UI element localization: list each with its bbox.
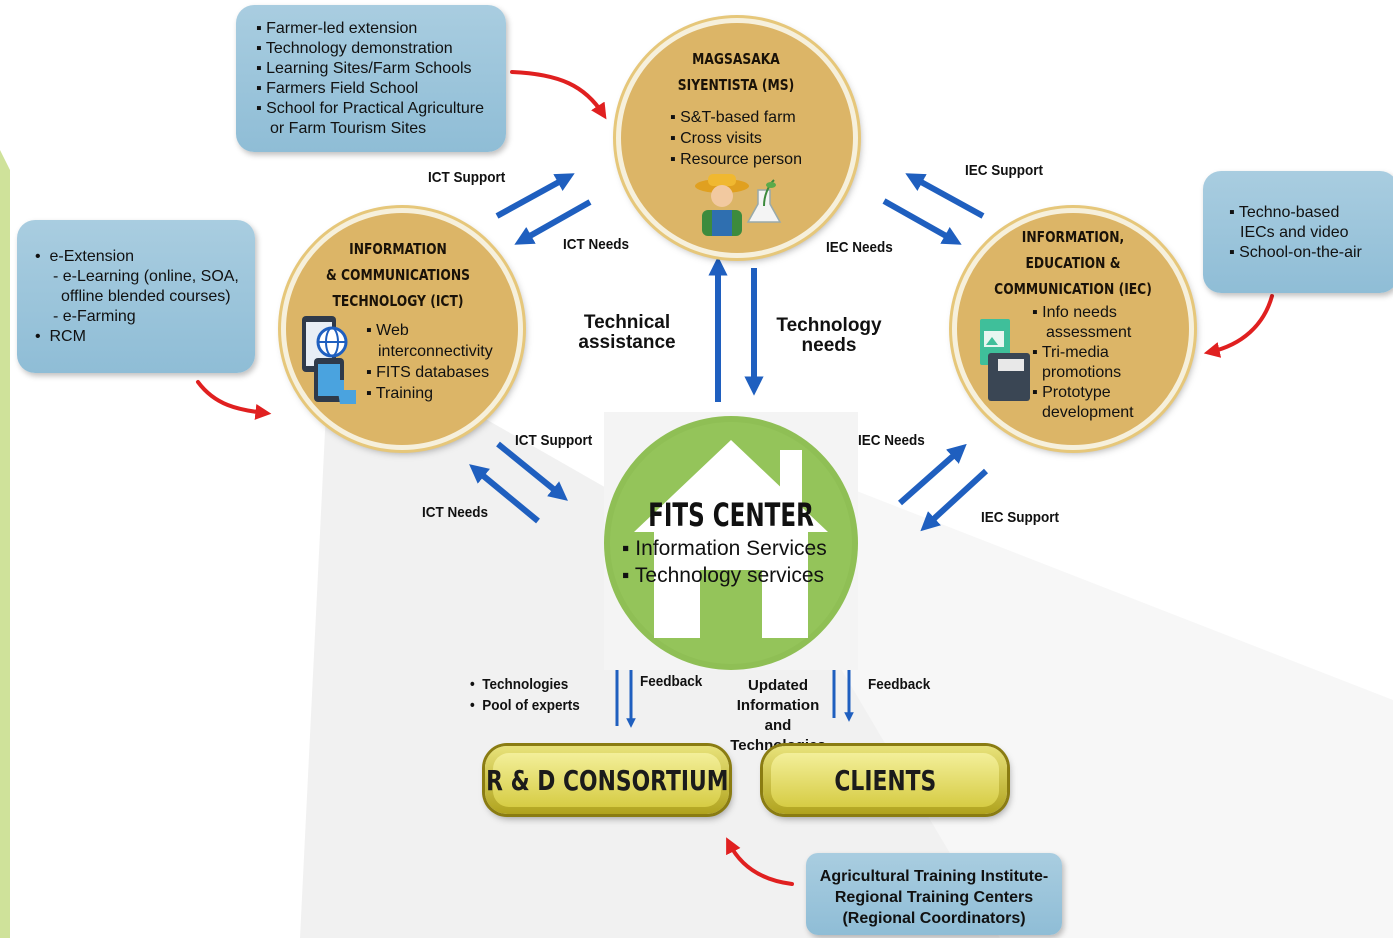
list-item: ▪ S&T-based farm [670,109,796,126]
label-iec-support-bottom: IEC Support [981,509,1060,526]
arrow-ict-support-top [495,173,575,219]
iec-items: ▪ Info needs assessment ▪ Tri-media prom… [1032,303,1134,423]
clients-label: CLIENTS [834,763,936,797]
list-item: • e-Extension [35,248,134,265]
rd-consortium-label: R & D CONSORTIUM [485,763,729,797]
list-item: ▪ School for Practical Agriculture [256,100,484,117]
label-technologies: • Technologies [470,676,569,693]
iec-title: INFORMATION,EDUCATION &COMMUNICATION (IE… [994,228,1152,298]
label-ict-needs-top: ICT Needs [563,236,630,253]
arrow-iec-needs-top [882,198,962,245]
label-iec-needs-top: IEC Needs [826,239,893,256]
left-info-box: • e-Extension - e-Learning (online, SOA,… [17,220,255,373]
list-item: ▪ Technology demonstration [256,40,453,57]
fits-items: ▪ Information Services ▪ Technology serv… [622,535,827,589]
list-item: ▪ Cross visits [670,130,762,147]
list-item: ▪ Info needs [1032,304,1117,321]
list-item: ▪ Tri-media [1032,344,1109,361]
fits-center-house [604,412,858,670]
label-ict-support-bottom: ICT Support [515,432,593,449]
arrow-ict-needs-top [514,199,592,245]
fits-title: FITS CENTER [648,496,814,534]
rd-consortium-button[interactable]: R & D CONSORTIUM [485,746,729,814]
list-item-cont: assessment [1046,324,1132,341]
list-item: • RCM [35,328,86,345]
right-info-box: ▪ Techno-based IECs and video ▪ School-o… [1203,171,1393,293]
label-feedback-left: Feedback [640,673,703,690]
label-ict-needs-bottom: ICT Needs [422,504,489,521]
list-item: offline blended courses) [61,288,231,305]
top-left-info-box: ▪ Farmer-led extension ▪ Technology demo… [236,5,506,152]
farmer-icon [695,174,749,236]
list-item-cont: development [1042,404,1134,421]
list-item: ▪ Web [366,322,409,339]
arrow-iec-support-bottom [920,468,989,532]
list-item: ▪ Farmer-led extension [256,20,418,37]
list-item: ▪ Technology services [622,564,824,587]
list-item-cont: promotions [1042,364,1122,381]
list-item: ▪ Techno-based [1229,204,1340,221]
red-arrow-left [196,380,272,420]
arrow-iec-needs-bottom [898,443,967,506]
list-item: - e-Learning (online, SOA, [53,268,239,285]
ati-line-3: (Regional Coordinators) [842,910,1026,927]
label-iec-support-top: IEC Support [965,162,1044,179]
label-feedback-right: Feedback [868,676,931,693]
list-item: ▪ Information Services [622,537,827,560]
flask-plant-icon [746,179,782,223]
red-arrow-right [1203,294,1274,358]
list-item: ▪ FITS databases [366,364,490,381]
list-item: ▪ Learning Sites/Farm Schools [256,60,472,77]
ms-items: ▪ S&T-based farm ▪ Cross visits ▪ Resour… [670,107,802,170]
list-item: ▪ School-on-the-air [1229,244,1362,261]
list-item: IECs and video [1240,224,1349,241]
label-pool-of-experts: • Pool of experts [470,697,580,714]
list-item: ▪ Farmers Field School [256,80,419,97]
list-item-cont: or Farm Tourism Sites [270,120,427,137]
ict-items: ▪ Web interconnectivity ▪ FITS databases… [366,320,493,404]
mobile-globe-icon [302,316,356,404]
red-arrow-bottom [726,837,794,886]
arrow-ict-support-bottom [496,441,568,501]
label-iec-needs-bottom: IEC Needs [858,432,925,449]
bottom-info-box: Agricultural Training Institute- Regiona… [806,853,1062,935]
arrow-iec-support-top [905,173,985,219]
list-item: ▪ Training [366,385,434,402]
list-item-cont: interconnectivity [378,343,493,360]
books-icon [980,319,1030,401]
label-ict-support-top: ICT Support [428,169,506,186]
clients-button[interactable]: CLIENTS [763,746,1007,814]
list-item: - e-Farming [53,308,136,325]
arrow-ict-needs-bottom [469,464,540,524]
list-item: ▪ Resource person [670,151,802,168]
red-arrow-top [510,70,607,120]
ati-line-2: Regional Training Centers [834,889,1034,906]
list-item: ▪ Prototype [1032,384,1111,401]
ati-line-1: Agricultural Training Institute- [819,868,1049,885]
